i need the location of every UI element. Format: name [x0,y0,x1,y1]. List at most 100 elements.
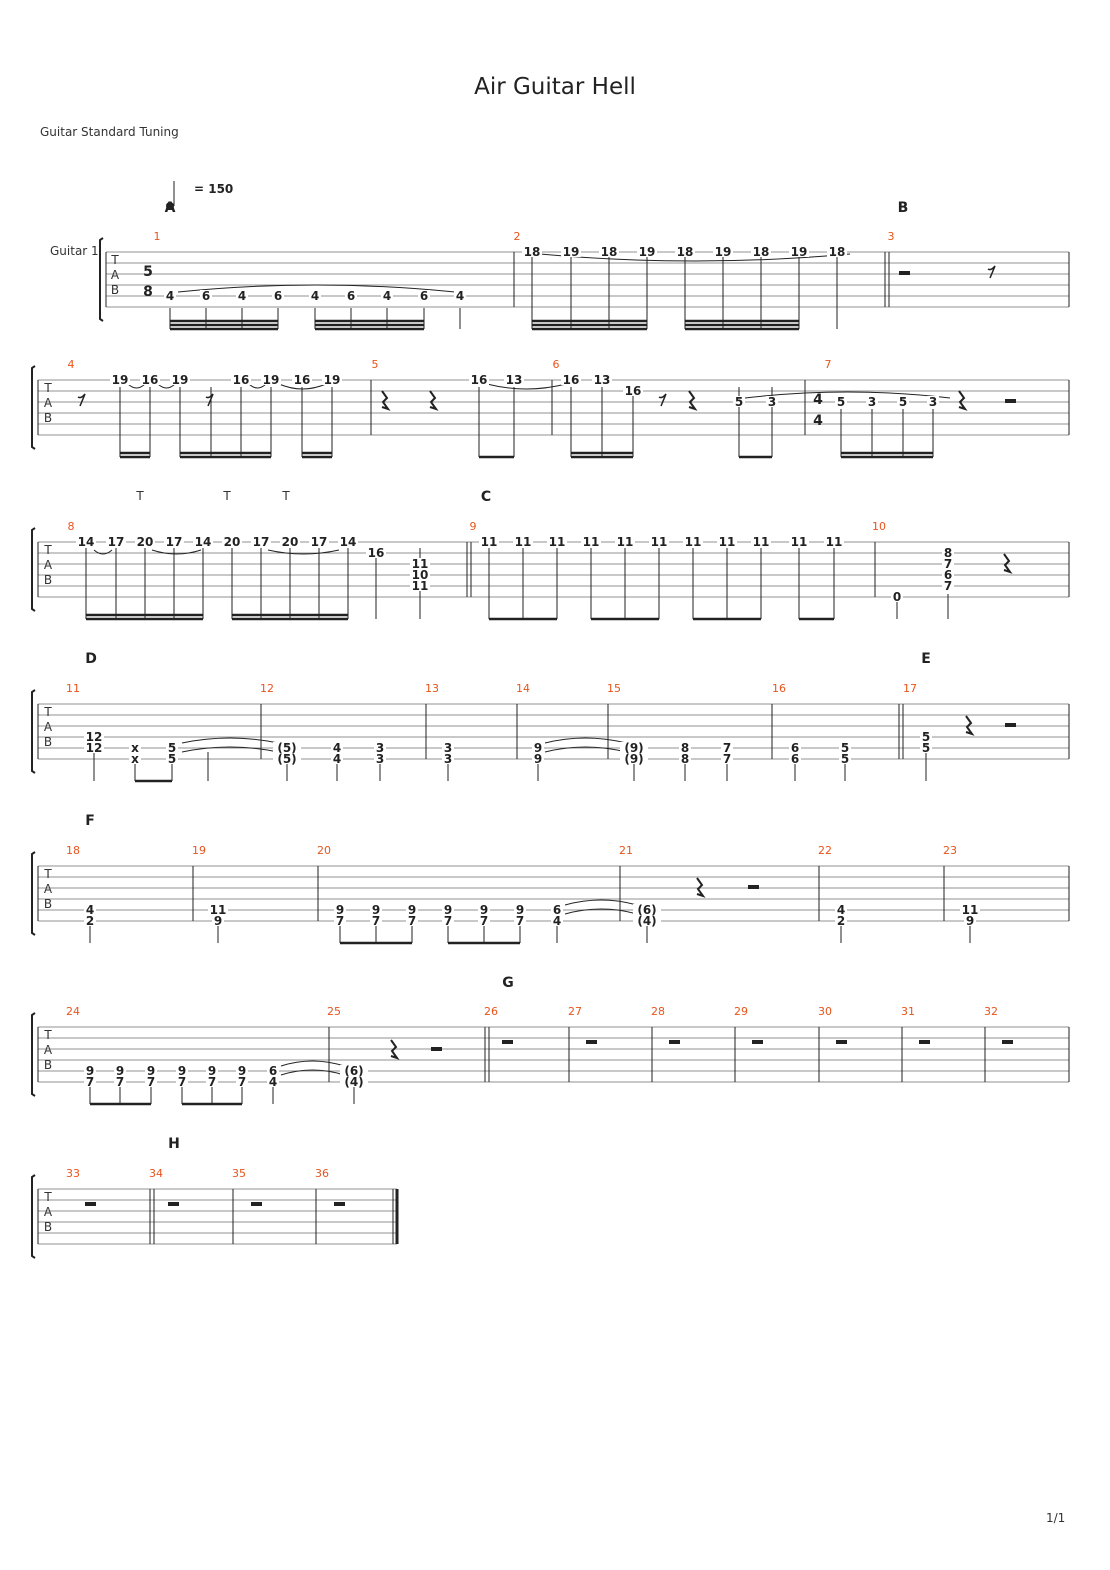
tab-clef-letter: A [44,882,53,896]
fret-background [964,915,976,926]
fret-background [272,290,284,301]
fret-background [649,536,669,547]
fret-background [267,1076,279,1087]
fret-number: 19 [715,245,732,259]
fret-background [504,374,524,385]
measure-number: 19 [192,844,206,857]
fret-number: 4 [166,289,174,303]
slur [267,549,340,555]
fret-background [236,1065,248,1076]
fret-background [891,591,903,602]
fret-number: (4) [637,914,656,928]
fret-background [561,246,581,257]
fret-background [942,558,954,569]
fret-background [960,904,980,915]
fret-background [280,536,300,547]
measure-number: 11 [66,682,80,695]
fret-number: 20 [282,535,299,549]
fret-background [623,385,643,396]
fret-number: 11 [651,535,668,549]
fret-number: 9 [214,914,222,928]
fret-background [106,536,126,547]
measure-number: 24 [66,1005,80,1018]
fret-number: (9) [624,752,643,766]
fret-background [145,1076,157,1087]
fret-background [751,246,771,257]
eighth-rest-icon [658,393,667,407]
fret-background [721,753,733,764]
fret-number: 7 [516,914,524,928]
half-rest-icon [748,885,759,889]
fret-number: 9 [178,1064,186,1078]
fret-background [454,290,466,301]
fret-background [84,1065,96,1076]
fret-background [675,246,695,257]
fret-number: 17 [253,535,270,549]
fret-background [561,374,581,385]
fret-background [410,558,430,569]
measure-number: 25 [327,1005,341,1018]
fret-number: 11 [685,535,702,549]
fret-background [581,536,601,547]
fret-number: 18 [753,245,770,259]
fret-number: 9 [516,903,524,917]
fret-number: 16 [563,373,580,387]
tap-mark: T [281,489,290,503]
fret-background [84,915,96,926]
fret-number: 6 [420,289,428,303]
tab-clef-letter: B [44,1058,52,1072]
time-signature-top: 5 [143,264,153,280]
tap-mark: T [135,489,144,503]
fret-number: 20 [137,535,154,549]
eighth-rest-icon [77,393,86,407]
slur [127,383,146,389]
fret-number: 7 [372,914,380,928]
fret-number: 7 [723,741,731,755]
measure-number: 6 [553,358,560,371]
fret-number: 6 [553,903,561,917]
fret-number: 7 [944,557,952,571]
slur [564,899,638,906]
fret-number: 9 [116,1064,124,1078]
fret-background [513,536,533,547]
fret-background [176,1076,188,1087]
fret-number: 6 [944,568,952,582]
tab-clef-letter: T [43,381,52,395]
fret-number: 2 [86,914,94,928]
system-bracket [99,237,104,322]
fret-background [76,536,96,547]
fret-number: 11 [549,535,566,549]
measure-number: 21 [619,844,633,857]
section-marker: B [898,200,909,216]
fret-number: 9 [444,903,452,917]
fret-background [164,536,184,547]
fret-number: 9 [238,1064,246,1078]
fret-background [340,1065,368,1076]
fret-background [170,374,190,385]
measure-number: 20 [317,844,331,857]
fret-number: 4 [333,741,341,755]
slur [280,1060,345,1067]
fret-background [824,536,844,547]
fret-background [273,753,301,764]
tab-clef-letter: T [43,543,52,557]
fret-number: (4) [344,1075,363,1089]
measure-number: 14 [516,682,530,695]
section-marker: H [168,1136,180,1152]
fret-number: 10 [412,568,429,582]
slur [151,549,202,555]
fret-number: 13 [594,373,611,387]
measure-number: 29 [734,1005,748,1018]
fret-background [410,569,430,580]
half-rest-icon [899,271,910,275]
half-rest-icon [586,1040,597,1044]
fret-background [322,374,342,385]
fret-background [331,742,343,753]
half-rest-icon [919,1040,930,1044]
fret-number: 14 [195,535,212,549]
measure-number: 35 [232,1167,246,1180]
slur [280,1069,345,1076]
fret-number: 8 [944,546,952,560]
fret-number: x [131,752,139,766]
fret-number: 5 [168,741,176,755]
